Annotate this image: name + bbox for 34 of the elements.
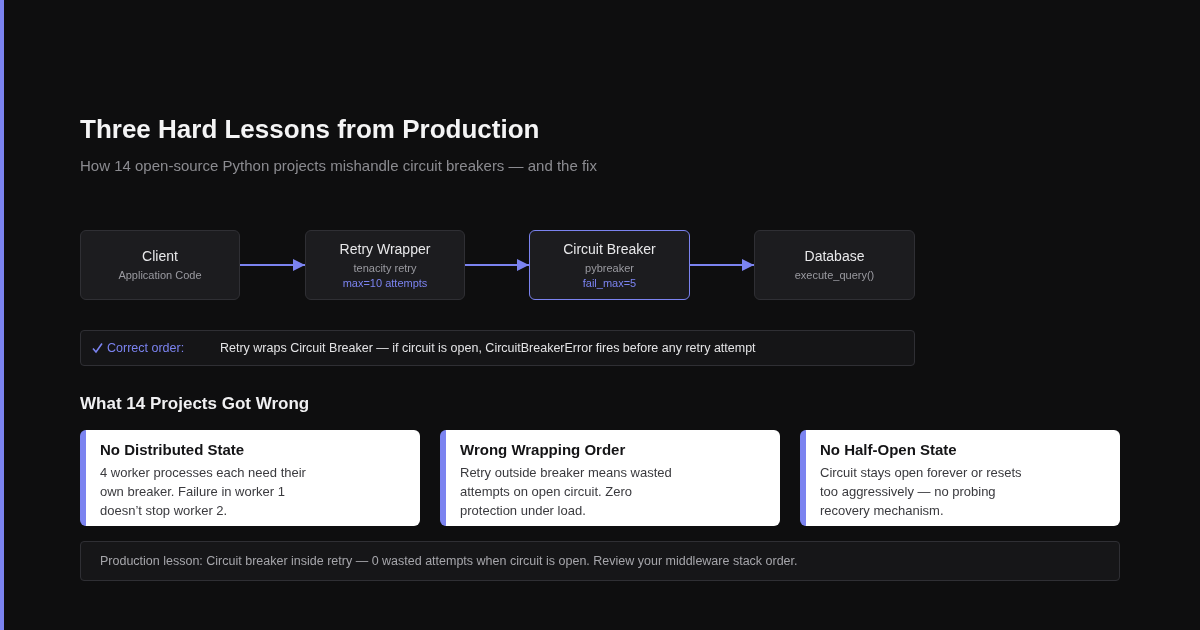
arrow <box>689 259 755 271</box>
process-box <box>529 230 690 300</box>
lesson-card <box>80 430 420 526</box>
box-title: Database <box>804 247 865 265</box>
summary-banner <box>80 541 1120 581</box>
config-text: fail_max=5 <box>582 275 637 291</box>
box-title: Client <box>142 247 178 265</box>
card-text: 4 worker processes each need their own breaker. Failure in worker 1 doesn’t stop worker 2. <box>100 464 307 520</box>
card-text: Circuit stays open forever or resets too aggressively — no probing recovery mechanism. <box>820 464 1023 520</box>
card-title: No Half-Open State <box>820 440 957 460</box>
box-title: Circuit Breaker <box>563 239 656 258</box>
card-title: Wrong Wrapping Order <box>460 440 626 460</box>
lesson-card <box>440 430 780 526</box>
process-box <box>305 230 465 300</box>
note-label: Correct order: <box>107 340 185 357</box>
box-subtitle: tenacity retry <box>353 260 417 276</box>
arrow <box>239 259 306 271</box>
box-title: Retry Wrapper <box>339 239 431 258</box>
card-text: Retry outside breaker means wasted attempts on open circuit. Zero protection under load. <box>460 464 672 520</box>
note-box <box>80 330 915 366</box>
box-subtitle: Application Code <box>118 268 202 283</box>
title: Three Hard Lessons from Production <box>80 114 540 145</box>
box-subtitle: execute_query() <box>794 268 875 283</box>
process-box <box>80 230 240 300</box>
process-box <box>754 230 915 300</box>
lesson-card <box>800 430 1120 526</box>
arrow <box>464 259 530 271</box>
section-heading: What 14 Projects Got Wrong <box>80 394 310 414</box>
note-text: Retry wraps Circuit Breaker — if circuit is open, CircuitBreakerError fires before any retry attempt <box>220 340 756 357</box>
subtitle: How 14 open-source Python projects mishandle circuit breakers — and the fix <box>80 157 597 174</box>
config-text: max=10 attempts <box>342 275 428 291</box>
banner-text: Production lesson: Circuit breaker inside retry — 0 wasted attempts when circuit is open. Review your middleware stack order. <box>100 554 798 568</box>
card-title: No Distributed State <box>100 440 245 460</box>
box-subtitle: pybreaker <box>585 260 634 276</box>
